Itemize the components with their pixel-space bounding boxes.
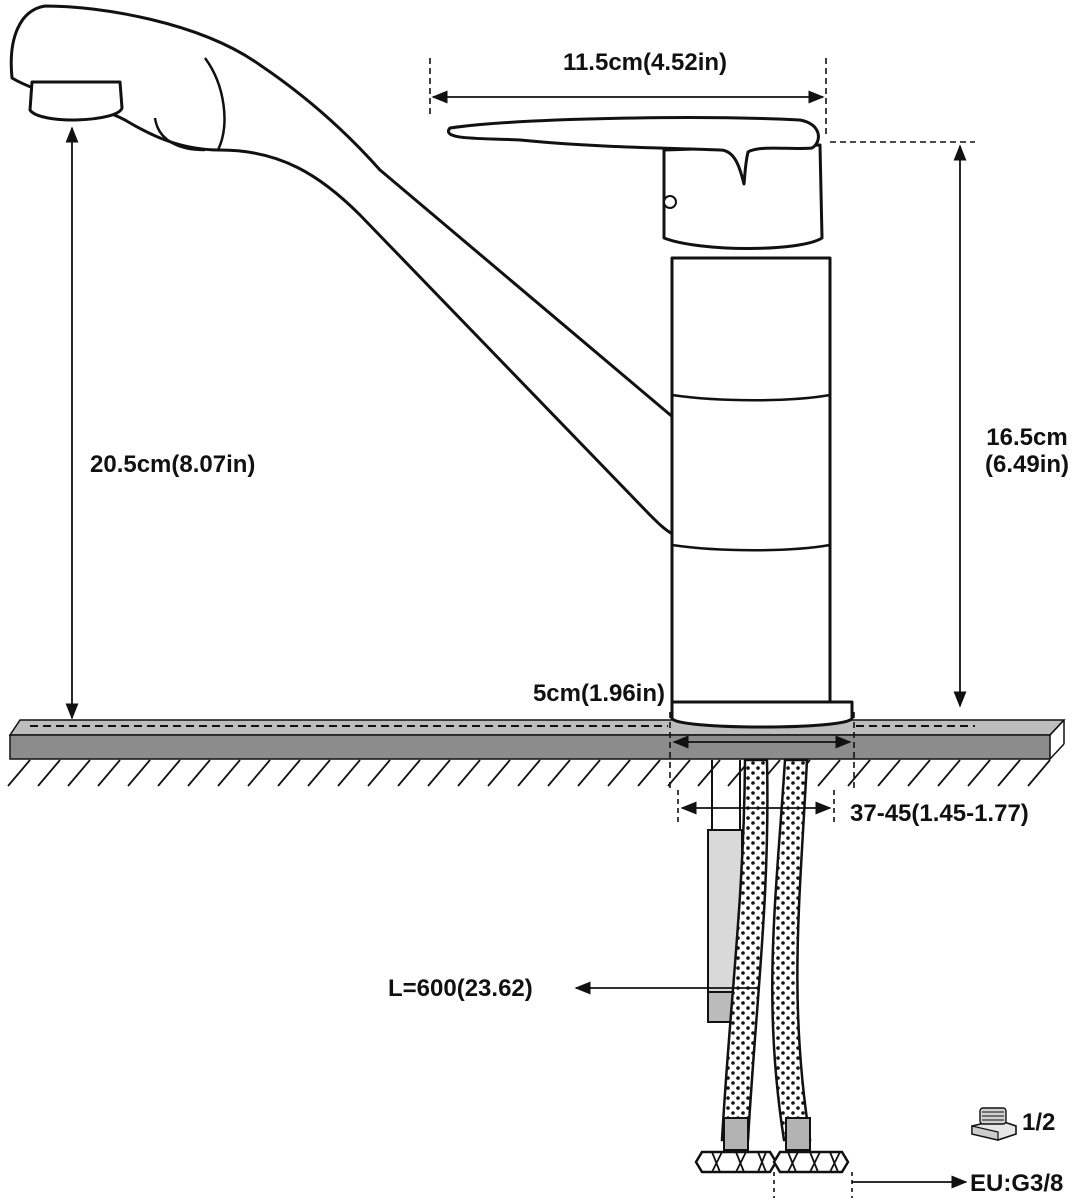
hatch-line: [427, 759, 451, 787]
hatch-line: [517, 759, 541, 787]
hatch-line: [217, 759, 241, 787]
dimension-body-height: [830, 141, 975, 708]
hatch-line: [907, 759, 931, 787]
supply-hoses: [720, 758, 812, 1151]
label-eu-thread: EU:G3/8: [970, 1170, 1063, 1197]
faucet-handle: [662, 143, 824, 250]
label-handle-width: 11.5cm(4.52in): [563, 49, 727, 76]
dimension-base-diameter: [669, 712, 855, 790]
countertop: [7, 719, 1066, 787]
hatch-line: [817, 759, 841, 787]
hatch-line: [127, 759, 151, 787]
faucet-body: [670, 256, 832, 708]
hatch-line: [607, 759, 631, 787]
hatch-line: [577, 759, 601, 787]
label-hose-length: L=600(23.62): [388, 975, 533, 1002]
faucet-aerator: [28, 80, 124, 122]
hatch-line: [937, 759, 961, 787]
hatch-line: [367, 759, 391, 787]
label-body-height-in: (6.49in): [985, 451, 1069, 478]
hatch-line: [337, 759, 361, 787]
label-body-height-cm: 16.5cm: [986, 424, 1067, 451]
hatch-line: [7, 759, 31, 787]
faucet-base: [670, 700, 854, 729]
dimension-countertop-thickness: [677, 790, 835, 826]
hatch-line: [547, 759, 571, 787]
hatch-line: [967, 759, 991, 787]
hatch-line: [847, 759, 871, 787]
label-spout-height: 20.5cm(8.07in): [90, 451, 255, 478]
hatch-line: [97, 759, 121, 787]
countertop-hatching: [7, 759, 1051, 787]
hatch-line: [487, 759, 511, 787]
hatch-line: [637, 759, 661, 787]
label-base-diameter: 5cm(1.96in): [533, 680, 665, 707]
hatch-line: [247, 759, 271, 787]
hatch-line: [307, 759, 331, 787]
hatch-line: [157, 759, 181, 787]
hatch-line: [67, 759, 91, 787]
hatch-line: [187, 759, 211, 787]
dimension-handle-width: [429, 58, 827, 138]
hatch-line: [1027, 759, 1051, 787]
hatch-line: [997, 759, 1021, 787]
hatch-line: [37, 759, 61, 787]
label-countertop-thickness: 37-45(1.45-1.77): [850, 800, 1029, 827]
hex-nut-icon: [971, 1107, 1017, 1141]
hatch-line: [277, 759, 301, 787]
faucet-lever: [446, 116, 820, 186]
faucet: [9, 4, 854, 729]
dimension-eu-thread: [773, 1172, 968, 1198]
hatch-line: [457, 759, 481, 787]
hose-nut-right: [772, 1150, 850, 1174]
hatch-line: [667, 759, 691, 787]
label-thread-size: 1/2: [1022, 1109, 1055, 1136]
hatch-line: [877, 759, 901, 787]
hatch-line: [697, 759, 721, 787]
hatch-line: [397, 759, 421, 787]
hose-nut-left: [694, 1150, 778, 1174]
